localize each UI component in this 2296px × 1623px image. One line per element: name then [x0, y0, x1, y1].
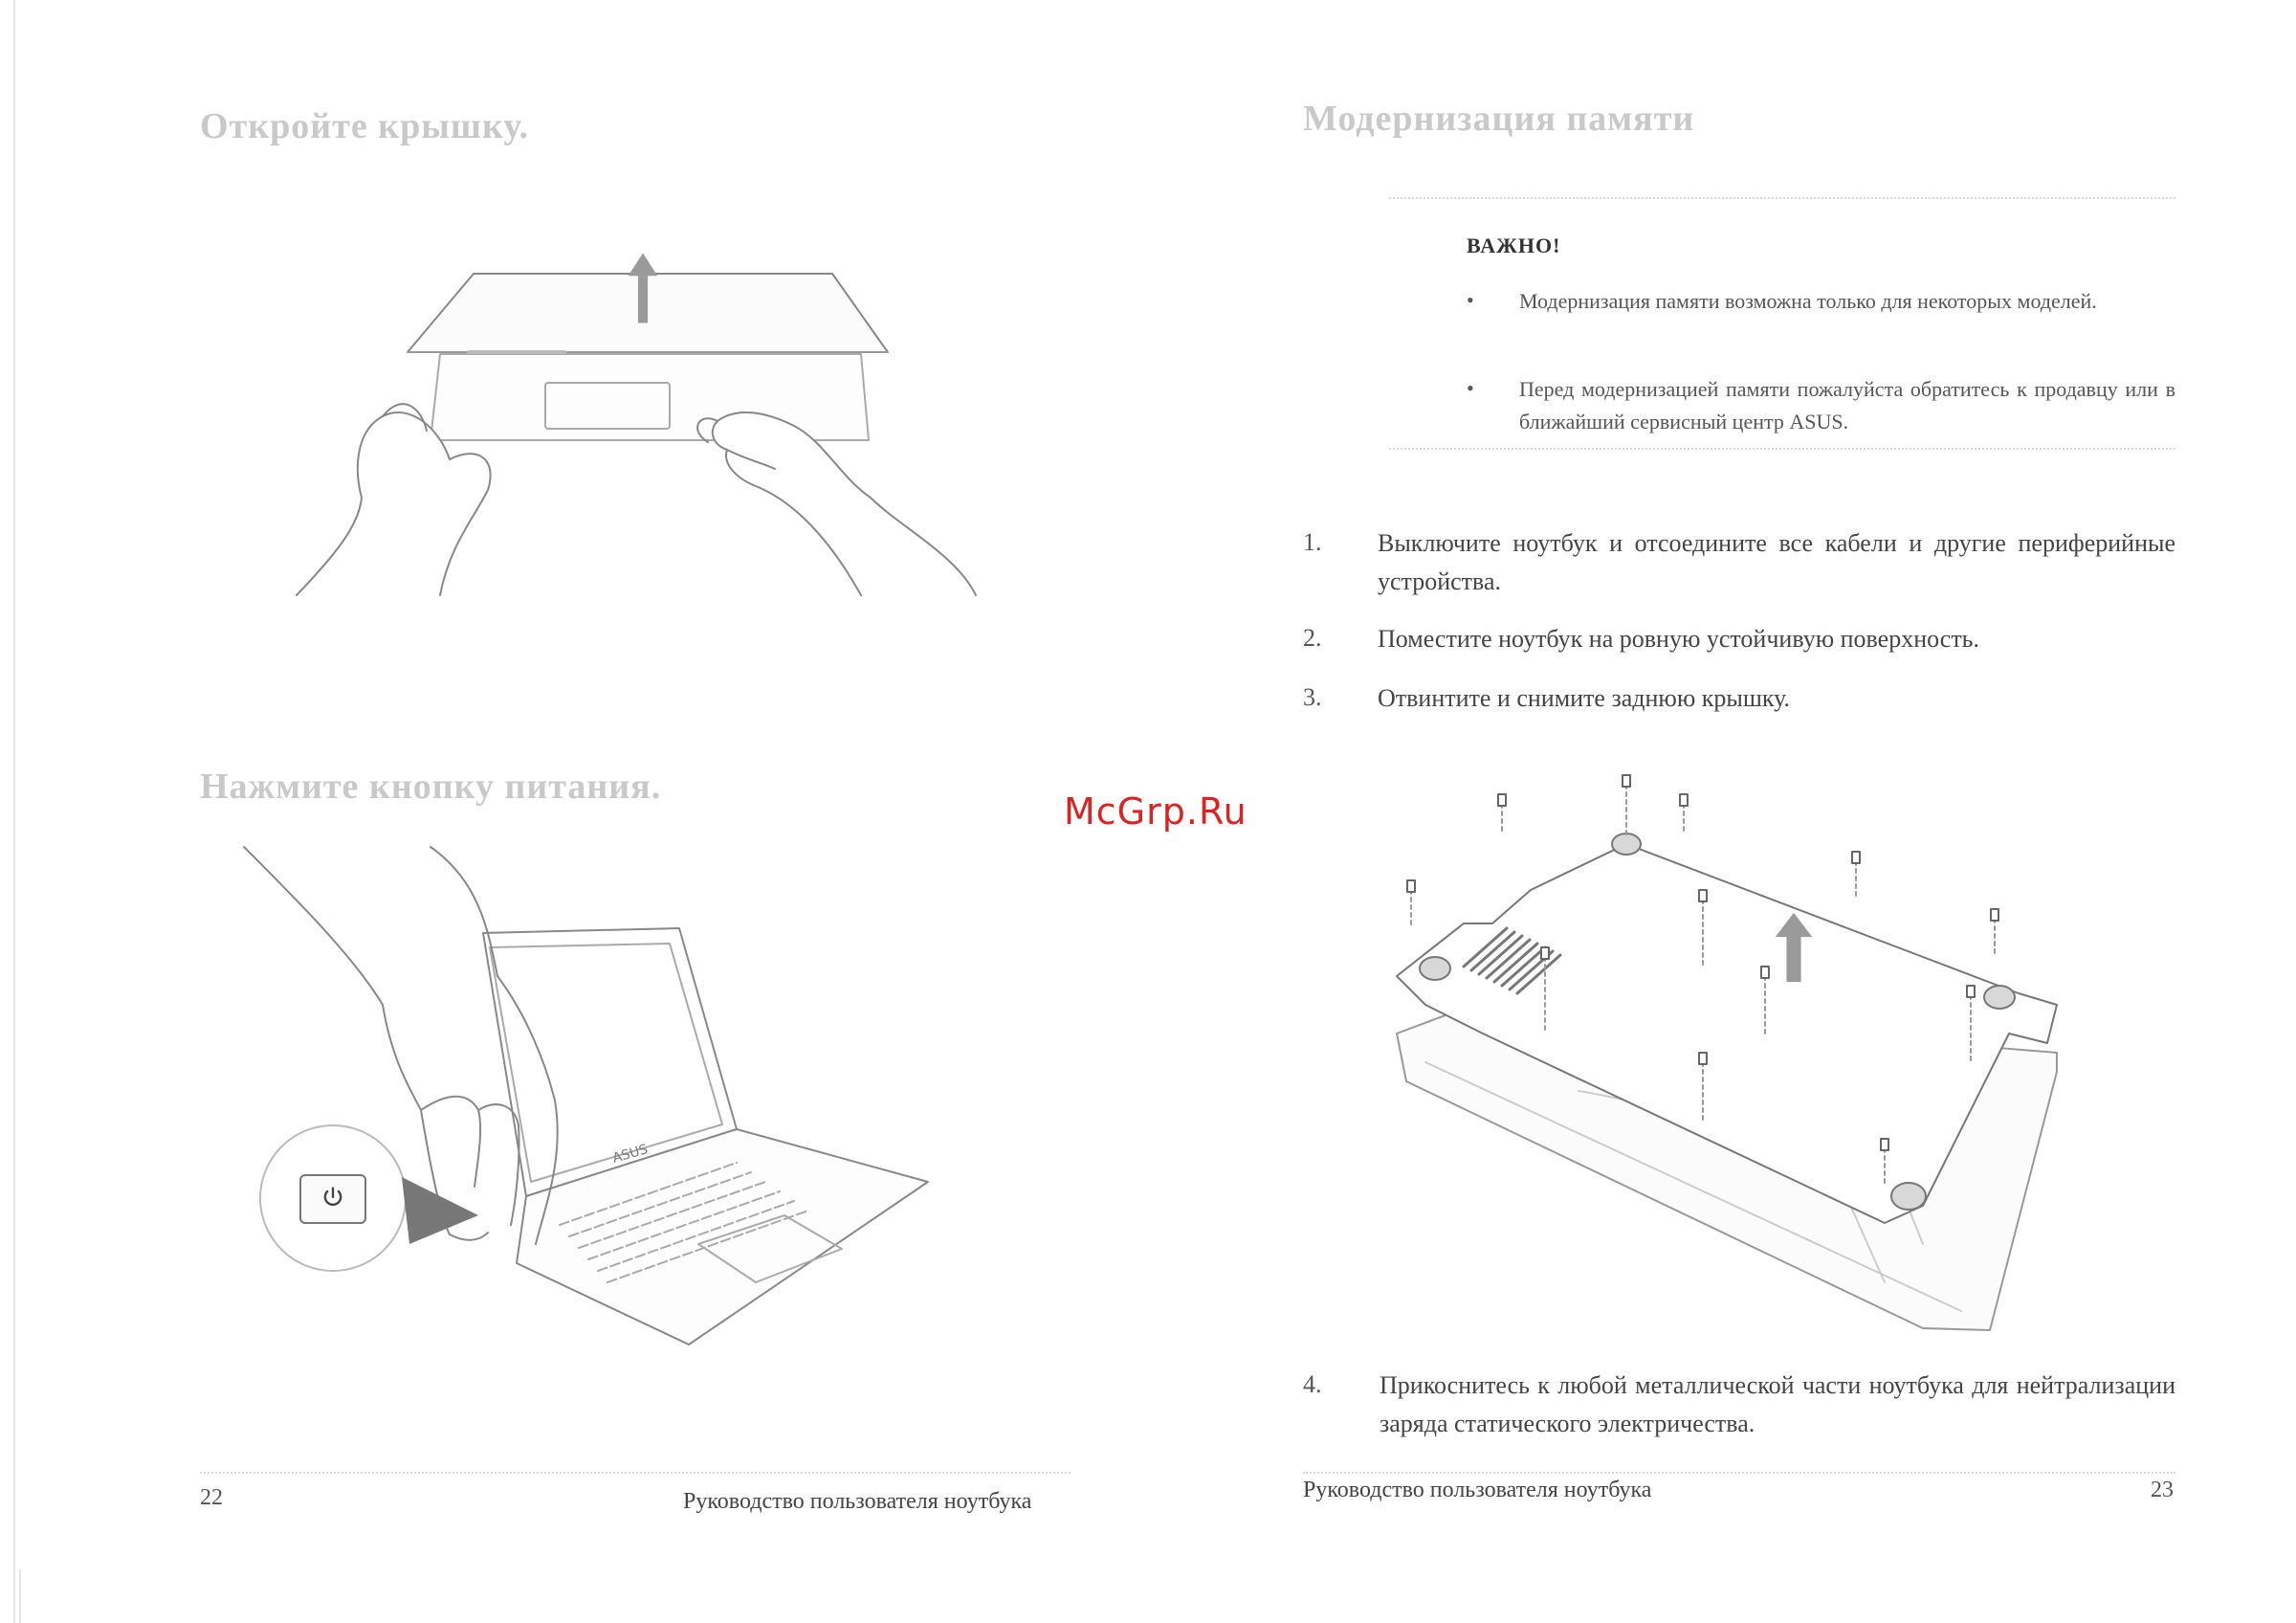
watermark: McGrp.Ru — [1064, 790, 1247, 833]
up-arrow-icon — [1775, 912, 1813, 983]
important-note: Перед модернизацией памяти пожалуйста об… — [1519, 377, 2175, 434]
right-page: Модернизация памяти ВАЖНО! • Модернизаци… — [1148, 0, 2296, 1623]
step-text: Выключите ноутбук и отсоедините все кабе… — [1378, 529, 2175, 595]
step-number: 2. — [1303, 624, 1322, 652]
memory-upgrade-title: Модернизация памяти — [1303, 99, 1695, 139]
page-number: 23 — [2151, 1478, 2174, 1502]
important-top-rule — [1389, 197, 2175, 199]
open-lid-illustration — [287, 239, 1014, 603]
footer-rule — [200, 1472, 1071, 1474]
important-note: Модернизация памяти возможна только для … — [1519, 289, 2097, 313]
important-bottom-rule — [1389, 448, 2175, 450]
scan-edge-left — [13, 0, 15, 1623]
step-text: Отвинтите и снимите заднюю крышку. — [1378, 684, 1791, 712]
footer-title: Руководство пользователя ноутбука — [1303, 1478, 1652, 1502]
step-text: Прикоснитесь к любой металлической части… — [1380, 1371, 2175, 1437]
page-number: 22 — [200, 1485, 223, 1510]
power-button-title: Нажмите кнопку питания. — [200, 767, 662, 807]
bullet-dot-icon: • — [1467, 376, 1474, 400]
bullet-dot-icon: • — [1467, 288, 1474, 312]
power-icon — [323, 1187, 342, 1206]
left-page: Откройте крышку. Нажмите кнопку питания. — [200, 106, 1071, 1514]
step-number: 3. — [1303, 683, 1322, 711]
step-number: 1. — [1303, 528, 1322, 556]
power-button-illustration: ASUS — [239, 842, 947, 1359]
back-cover-illustration — [1387, 746, 2114, 1340]
footer-title: Руководство пользователя ноутбука — [683, 1489, 1032, 1514]
step-text: Поместите ноутбук на ровную устойчивую п… — [1378, 625, 1980, 653]
important-label: ВАЖНО! — [1467, 233, 1561, 257]
up-arrow-icon — [628, 253, 658, 323]
scan-edge-left-bottom — [19, 1569, 21, 1623]
footer-rule — [1303, 1472, 2175, 1474]
open-lid-title: Откройте крышку. — [200, 106, 530, 146]
step-number: 4. — [1303, 1370, 1322, 1398]
